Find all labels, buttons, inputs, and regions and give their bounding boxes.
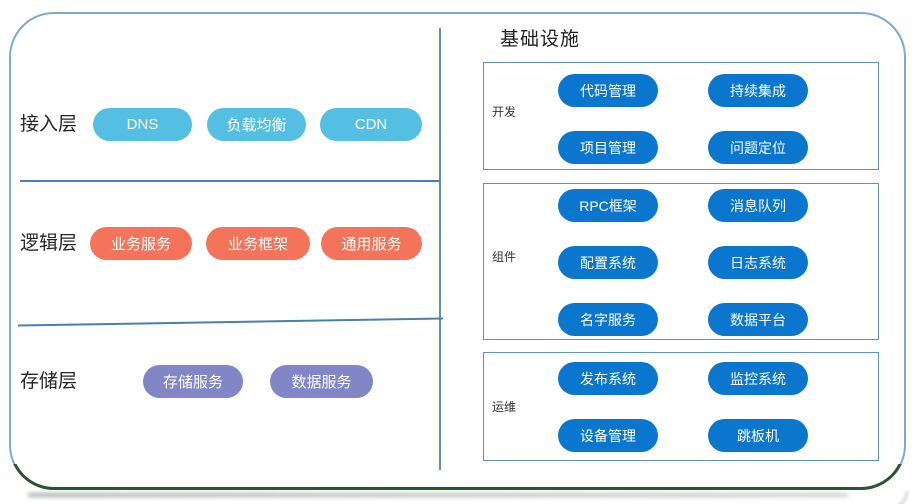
pill-common-service: 通用服务 bbox=[321, 227, 422, 260]
pill-storage-service: 存储服务 bbox=[143, 365, 243, 398]
divider-access-logic bbox=[20, 180, 440, 182]
pill-data-platform: 数据平台 bbox=[708, 303, 808, 336]
label-storage-layer: 存储层 bbox=[20, 371, 78, 392]
pill-code-management: 代码管理 bbox=[558, 74, 658, 107]
group-label-operations: 运维 bbox=[492, 400, 517, 414]
pill-device-management: 设备管理 bbox=[558, 419, 658, 452]
pill-release-system: 发布系统 bbox=[558, 362, 658, 395]
pill-continuous-integration: 持续集成 bbox=[708, 74, 808, 107]
pill-load-balancing: 负载均衡 bbox=[207, 108, 306, 141]
pill-data-service: 数据服务 bbox=[270, 365, 373, 398]
pill-jump-server: 跳板机 bbox=[708, 419, 808, 452]
divider-logic-storage bbox=[18, 317, 443, 327]
pill-cdn: CDN bbox=[320, 108, 422, 141]
pill-message-queue: 消息队列 bbox=[708, 189, 808, 222]
pill-config-system: 配置系统 bbox=[558, 246, 658, 279]
pill-project-management: 项目管理 bbox=[558, 131, 658, 164]
pill-rpc-framework: RPC框架 bbox=[558, 189, 658, 222]
group-box-operations: 运维 发布系统 监控系统 设备管理 跳板机 bbox=[483, 352, 879, 461]
pill-business-framework: 业务框架 bbox=[206, 227, 310, 260]
pill-business-service: 业务服务 bbox=[90, 227, 192, 260]
pill-name-service: 名字服务 bbox=[558, 303, 658, 336]
group-box-development: 开发 代码管理 持续集成 项目管理 问题定位 bbox=[483, 62, 879, 170]
architecture-diagram-card: 接入层 DNS 负载均衡 CDN 逻辑层 业务服务 业务框架 通用服务 存储层 … bbox=[9, 12, 906, 490]
card-reflection bbox=[28, 493, 848, 497]
group-label-development: 开发 bbox=[492, 105, 517, 119]
group-box-components: 组件 RPC框架 消息队列 配置系统 日志系统 名字服务 数据平台 bbox=[483, 183, 879, 340]
pill-issue-locating: 问题定位 bbox=[708, 131, 808, 164]
pill-monitoring-system: 监控系统 bbox=[708, 362, 808, 395]
vertical-divider bbox=[439, 28, 441, 470]
infrastructure-title: 基础设施 bbox=[500, 29, 581, 50]
pill-dns: DNS bbox=[93, 108, 192, 141]
pill-log-system: 日志系统 bbox=[708, 246, 808, 279]
label-logic-layer: 逻辑层 bbox=[20, 233, 78, 254]
card-reflection-corner bbox=[844, 491, 908, 504]
group-label-components: 组件 bbox=[492, 250, 517, 264]
label-access-layer: 接入层 bbox=[20, 114, 78, 135]
